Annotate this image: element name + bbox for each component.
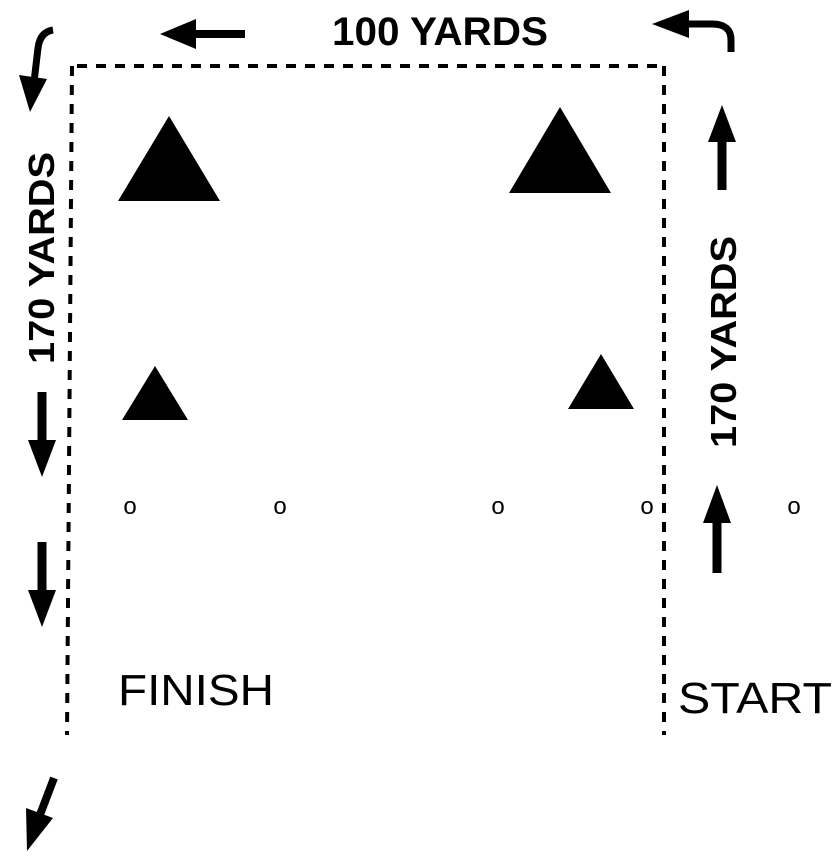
marker: o <box>273 493 286 520</box>
small-cone-left-icon <box>122 366 188 420</box>
large-cone-right-icon <box>509 107 611 193</box>
top-distance-label: 100 YARDS <box>332 10 548 54</box>
boundary-left-line <box>65 65 74 736</box>
top-right-u-turn-arrow-icon <box>652 10 735 52</box>
left-down-arrow-icon-2 <box>28 542 56 627</box>
right-distance-label: 170 YARDS <box>703 236 744 448</box>
left-distance-label: 170 YARDS <box>21 152 62 364</box>
top-left-turn-arrow-icon <box>19 26 54 112</box>
left-down-arrow-icon <box>28 392 56 477</box>
right-up-arrow-icon <box>708 105 736 190</box>
marker: o <box>640 493 653 520</box>
finish-label: FINISH <box>118 666 274 715</box>
marker-row: o o o o o <box>123 493 800 520</box>
marker: o <box>491 493 504 520</box>
left-arrow-icon <box>160 19 245 49</box>
course-boundary <box>65 64 666 736</box>
large-cone-left-icon <box>118 116 220 201</box>
start-label: START <box>678 674 832 723</box>
small-cone-right-icon <box>568 354 634 409</box>
marker: o <box>787 493 800 520</box>
marker: o <box>123 493 136 520</box>
exit-down-left-arrow-icon <box>26 776 58 851</box>
right-up-arrow-icon-2 <box>703 485 731 573</box>
